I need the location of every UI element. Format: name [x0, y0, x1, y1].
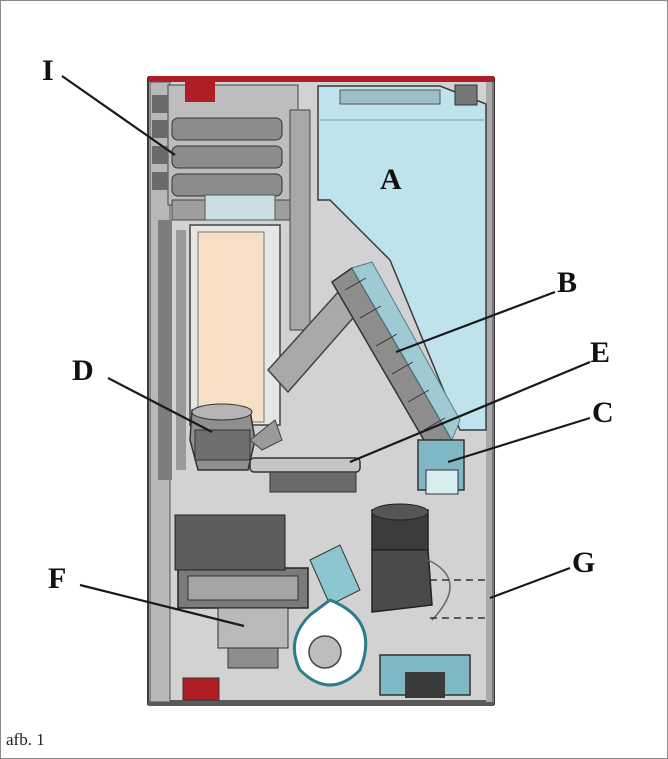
label-a: A	[380, 163, 402, 196]
leader-line-d	[107, 377, 213, 433]
label-b: B	[557, 266, 577, 299]
burn-pot	[189, 403, 283, 471]
label-f: F	[48, 562, 66, 595]
label-e: E	[590, 336, 610, 369]
combustion-chamber	[158, 220, 281, 480]
auger-motor	[417, 439, 465, 495]
auger-screw	[331, 261, 461, 456]
igniter	[249, 457, 361, 493]
label-g: G	[572, 546, 595, 579]
figure-caption: afb. 1	[6, 730, 45, 749]
label-i: I	[42, 54, 54, 87]
flue-elbow-pipe	[371, 503, 486, 621]
leader-line-b	[395, 290, 556, 354]
heat-exchanger-tubes	[152, 82, 299, 206]
leader-line-c	[447, 416, 591, 464]
leader-line-f	[79, 583, 245, 628]
leader-line-i	[61, 75, 176, 156]
leader-line-g	[489, 566, 571, 600]
leader-lines	[61, 75, 591, 628]
pellet-hopper	[317, 84, 487, 431]
leader-line-e	[349, 360, 591, 464]
convection-fan	[174, 514, 309, 669]
exhaust-fan	[292, 544, 368, 687]
flue-channel	[171, 109, 311, 331]
label-c: C	[592, 396, 614, 429]
base-details	[182, 654, 471, 701]
label-d: D	[72, 354, 94, 387]
